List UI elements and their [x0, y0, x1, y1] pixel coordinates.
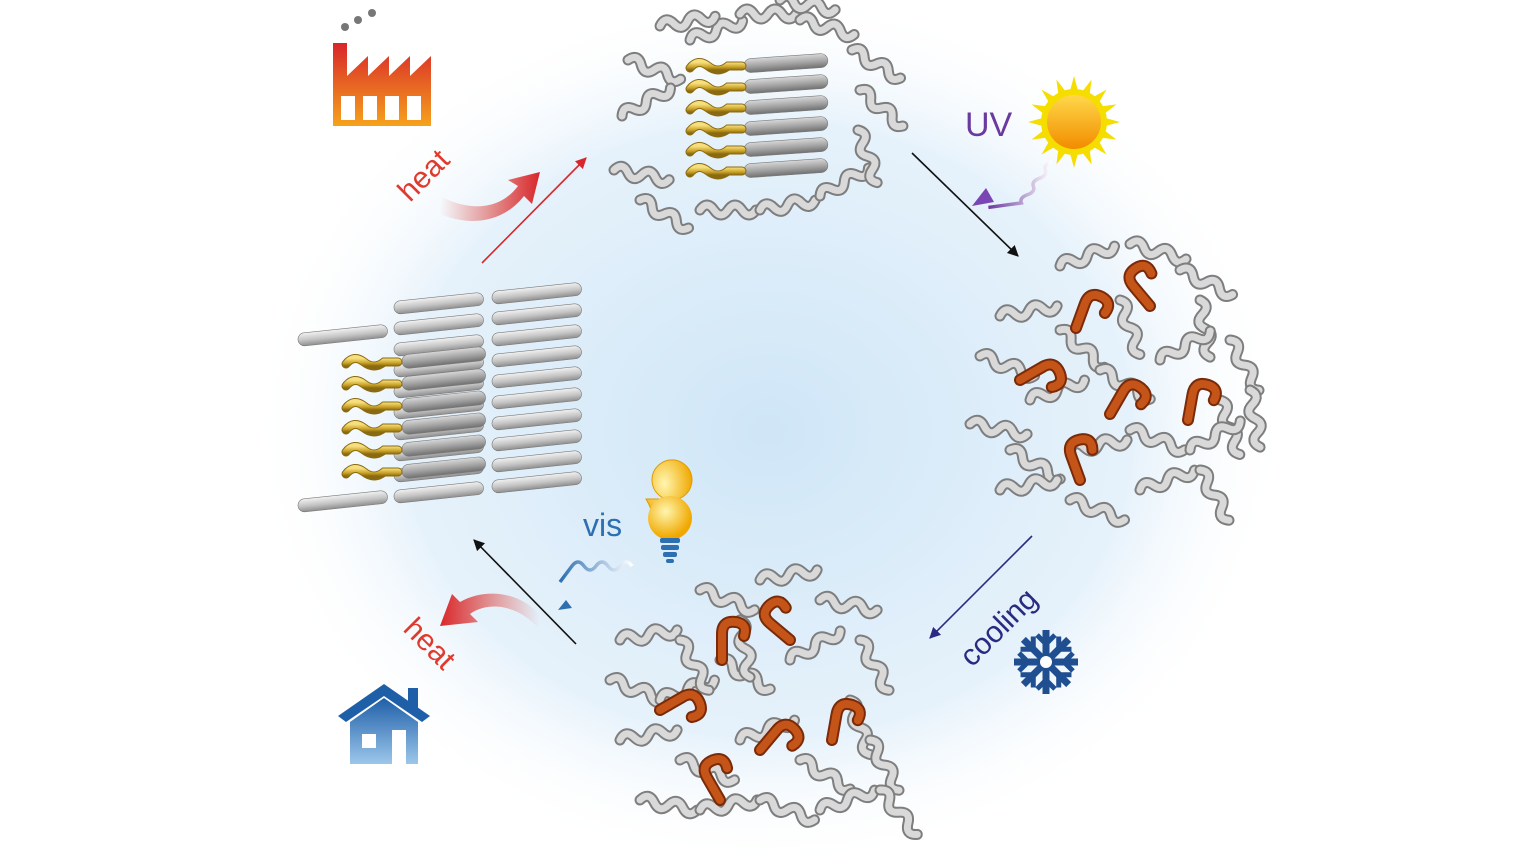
heat-input-arrow: [440, 172, 540, 221]
vis-label: vis: [583, 507, 622, 543]
bottom-cis-cluster: [604, 563, 923, 840]
rod: [491, 408, 582, 431]
rod: [297, 324, 388, 347]
right-cis-cluster: [964, 235, 1267, 528]
sun-icon: [1028, 76, 1120, 168]
light-bulb-icon: [645, 459, 693, 563]
factory-icon: [333, 9, 431, 126]
rod: [491, 387, 582, 410]
arrow-right-to-bottom: [929, 535, 1033, 639]
rod: [297, 490, 388, 513]
rod: [491, 366, 582, 389]
rod: [491, 429, 582, 452]
house-icon: [338, 684, 430, 764]
arrow-heat-to-top: [481, 157, 587, 264]
top-assembly-rods: [685, 53, 829, 180]
uv-label: UV: [965, 106, 1013, 144]
vis-wave-icon: [558, 560, 634, 610]
rod: [393, 481, 484, 504]
rod: [491, 471, 582, 494]
heat-output-arrow: [440, 593, 540, 630]
top-assembly-chains: [608, 0, 909, 235]
rod: [491, 324, 582, 347]
rod: [393, 292, 484, 315]
rod: [491, 303, 582, 326]
arrow-top-to-right: [911, 152, 1019, 257]
rod: [491, 282, 582, 305]
rod: [393, 313, 484, 336]
crystalline-stack: [297, 282, 582, 513]
uv-wave-icon: [972, 160, 1053, 210]
snowflake-icon: [1014, 630, 1078, 694]
arrow-bottom-to-left: [473, 539, 577, 645]
rod: [491, 345, 582, 368]
rod: [491, 450, 582, 473]
